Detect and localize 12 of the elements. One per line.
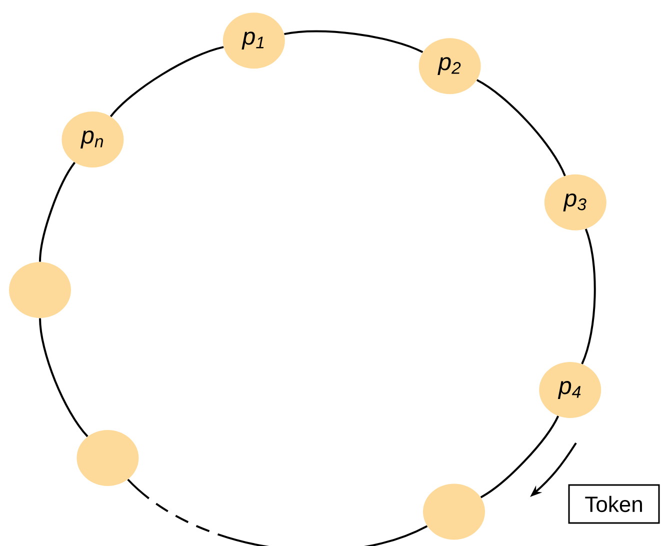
token-box: Token	[568, 484, 660, 524]
ring-line	[127, 478, 428, 546]
process-circle	[423, 484, 485, 540]
process-circle	[9, 262, 71, 318]
ring-line	[284, 30, 424, 54]
process-circle	[76, 430, 139, 486]
ring-line	[476, 79, 566, 176]
ring-line	[480, 416, 560, 498]
ring-line	[39, 162, 76, 262]
ring-line	[39, 318, 88, 438]
ring-line	[110, 46, 224, 118]
ring-line	[581, 228, 596, 364]
